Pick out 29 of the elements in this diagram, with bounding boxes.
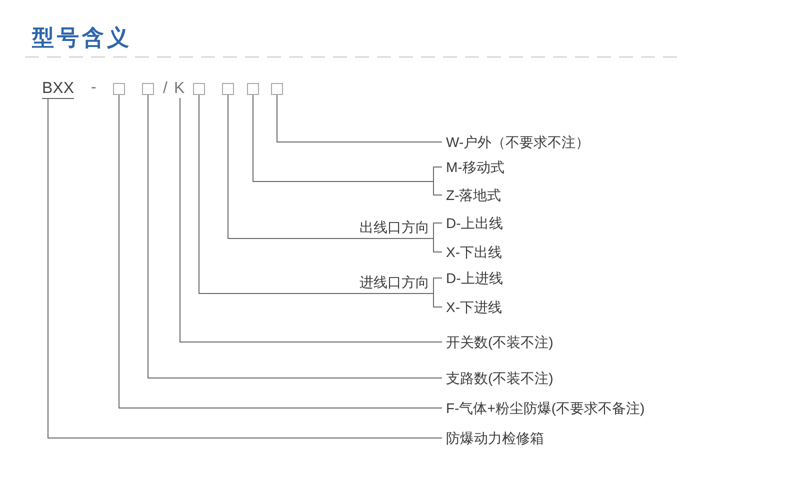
placeholder-square [113, 83, 125, 95]
designation-text: 支路数(不装不注) [446, 369, 554, 387]
designation-text: Z-落地式 [446, 186, 502, 204]
section-title: 型号含义 [32, 25, 132, 51]
placeholder-square [247, 83, 259, 95]
designation-text: M-移动式 [446, 158, 504, 176]
designation-text: 开关数(不装不注) [446, 333, 554, 351]
code-separator: - [91, 79, 96, 97]
leader-line [48, 98, 442, 438]
designation-text: D-上出线 [446, 214, 503, 232]
designation-text: W-户外（不要求不注） [446, 133, 590, 151]
code-separator: / [163, 80, 168, 98]
placeholder-square [222, 83, 234, 95]
edge-label: 出线口方向 [360, 218, 430, 236]
placeholder-square [193, 83, 205, 95]
designation-text: 防爆动力检修箱 [446, 429, 544, 447]
designation-text: F-气体+粉尘防爆(不要求不备注) [446, 399, 645, 417]
leader-line [276, 94, 442, 142]
leader-line [180, 98, 442, 342]
code-letter: K [174, 80, 185, 98]
designation-text: X-下出线 [446, 243, 502, 261]
placeholder-square [142, 83, 154, 95]
designation-text: D-上进线 [446, 269, 503, 287]
leader-line [118, 94, 442, 408]
placeholder-square [271, 83, 283, 95]
edge-label: 进线口方向 [360, 272, 430, 290]
model-code: BXX [42, 80, 74, 99]
leader-line [148, 94, 442, 378]
designation-text: X-下进线 [446, 298, 502, 316]
